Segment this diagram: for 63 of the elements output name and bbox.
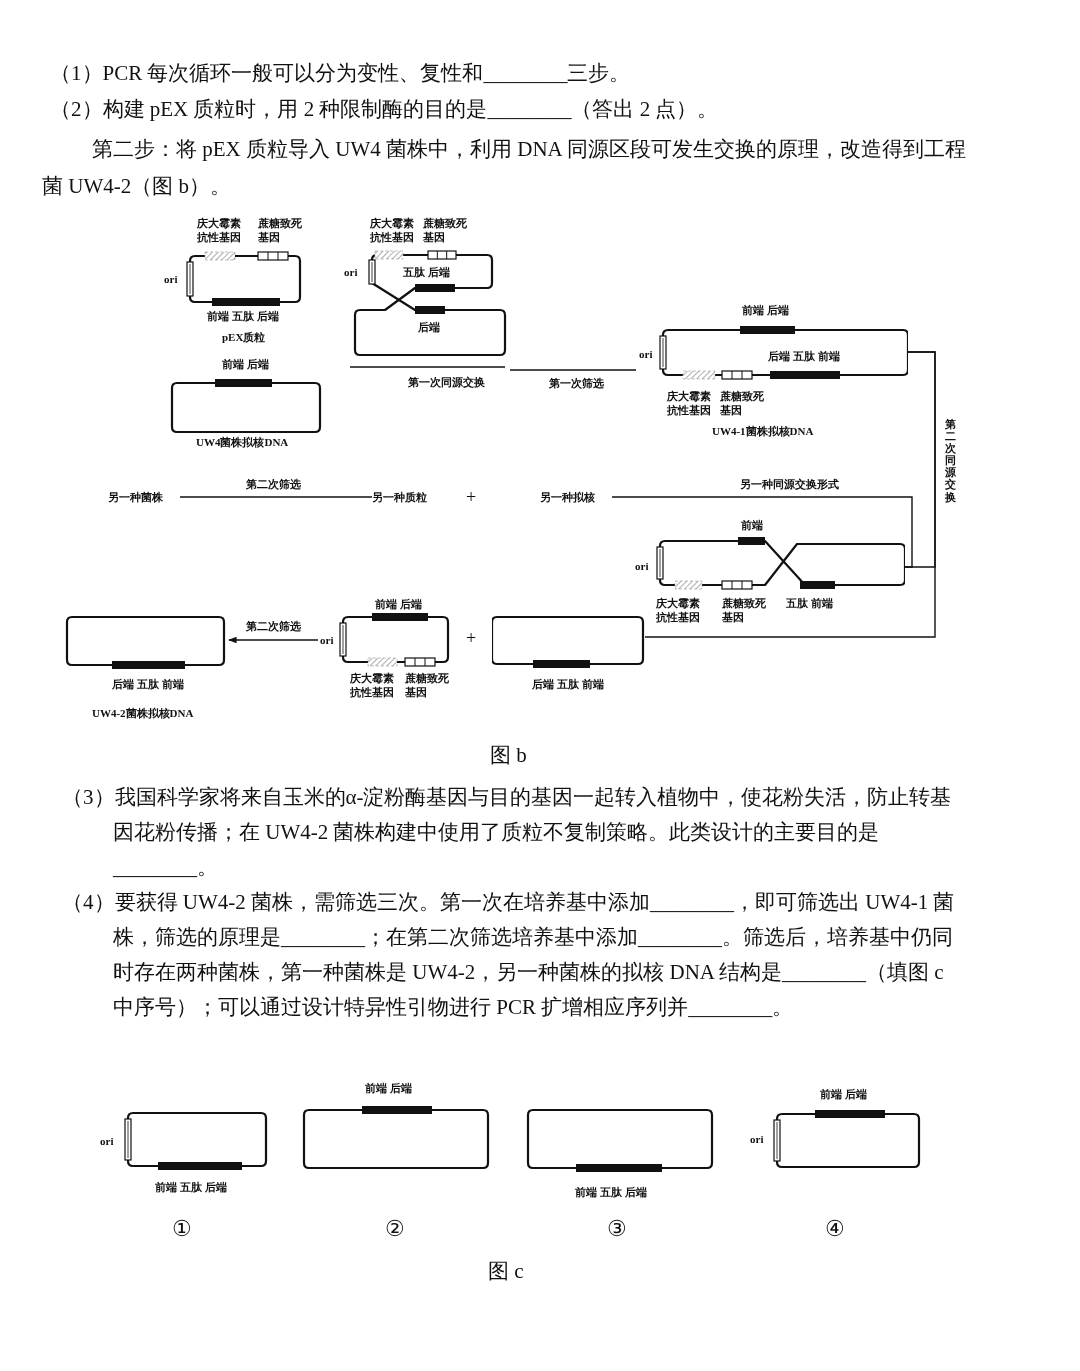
dna-label: ori [320, 633, 334, 647]
dna-label: ori [750, 1132, 764, 1146]
dna-label: 前端 五肽 后端 [155, 1180, 227, 1194]
connector-line [509, 369, 637, 371]
question-text: （4）要获得 UW4-2 菌株，需筛选三次。第一次在培养基中添加________，即可筛选出 UW4-1 菌株，筛选的原理是________；在第二次筛选培养基中添加________。筛选后，培养基中仍同时存在两种菌株，第一种菌株是 UW4-2，另一种菌株的拟核 DNA 结构是________（填图 c 中序号）；可以通过设计特异性引物进行 PCR 扩增相应序列并________。 [62, 889, 956, 1021]
gene-label: 蔗糖致死基因 [405, 671, 450, 699]
option-number: ③ [607, 1215, 627, 1243]
option-number: ① [172, 1215, 192, 1243]
dna-label: 后端 五肽 前端 [532, 677, 604, 691]
dna-label: 前端 后端 [365, 1081, 412, 1095]
dna-label: 前端 后端 [742, 303, 789, 317]
dna-label: UW4-2菌株拟核DNA [92, 706, 194, 720]
dna-label: 前端 后端 [820, 1087, 867, 1101]
edge-label: 第二次筛选 [246, 619, 301, 633]
dna-label: pEX质粒 [222, 330, 266, 344]
dna-label: 前端 [741, 518, 763, 532]
stage-label: 另一种拟核 [540, 489, 595, 505]
question-text: 第二步：将 pEX 质粒导入 UW4 菌株中，利用 DNA 同源区段可发生交换的原理，改造得到工程菌 UW4-2（图 b）。 [42, 136, 967, 200]
figure-label: 图 c [488, 1258, 524, 1285]
question-text: （2）构建 pEX 质粒时，用 2 种限制酶的目的是________（答出 2 点）。 [50, 96, 720, 123]
connector-line [611, 496, 913, 568]
gene-label: 庆大霉素抗性基因 [350, 671, 395, 699]
step-caption: 第一次同源交换 [408, 375, 485, 390]
figure-label: + [466, 486, 477, 509]
gene-label: 庆大霉素抗性基因 [370, 216, 415, 244]
gene-label: 庆大霉素抗性基因 [667, 389, 712, 417]
figure-label: + [466, 627, 477, 650]
question-text: （1）PCR 每次循环一般可以分为变性、复性和________三步。 [50, 60, 632, 87]
question-text: （3）我国科学家将来自玉米的α-淀粉酶基因与目的基因一起转入植物中，使花粉失活，防止转基因花粉传播；在 UW4-2 菌株构建中使用了质粒不复制策略。此类设计的主要目的是________。 [62, 784, 953, 881]
dna-label: 后端 [418, 320, 440, 334]
arrow [228, 636, 319, 644]
edge-label: 第二次同源交换 [945, 418, 956, 503]
dna-label: 五肽 后端 [403, 265, 450, 279]
gene-label: 蔗糖致死基因 [722, 596, 767, 624]
dna-label: 前端 后端 [222, 357, 269, 371]
dna-label: 前端 后端 [375, 597, 422, 611]
dna-label: UW4菌株拟核DNA [196, 435, 289, 449]
dna-label: ori [164, 272, 178, 286]
dna-label: UW4-1菌株拟核DNA [712, 424, 814, 438]
edge-label: 另一种同源交换形式 [740, 477, 839, 491]
gene-label: 庆大霉素抗性基因 [197, 216, 242, 244]
stage-label: 另一种质粒 [372, 489, 427, 505]
dna-label: 前端 五肽 后端 [207, 309, 279, 323]
dna-label: 前端 五肽 后端 [575, 1185, 647, 1199]
option-number: ② [385, 1215, 405, 1243]
dna-label: ori [639, 347, 653, 361]
gene-label: 庆大霉素抗性基因 [656, 596, 701, 624]
dna-label: 后端 五肽 前端 [112, 677, 184, 691]
option-number: ④ [825, 1215, 845, 1243]
figure-label: 图 b [490, 742, 527, 769]
gene-label: 蔗糖致死基因 [720, 389, 765, 417]
dna-label: ori [100, 1134, 114, 1148]
stage-label: 另一种菌株 [108, 489, 163, 505]
dna-label: 后端 五肽 前端 [768, 349, 840, 363]
gene-label: 蔗糖致死基因 [423, 216, 468, 244]
connector-line [179, 496, 373, 498]
dna-label: ori [344, 265, 358, 279]
connector-line [644, 351, 936, 638]
dna-label: ori [635, 559, 649, 573]
dna-label: 五肽 前端 [786, 596, 833, 610]
edge-label: 第二次筛选 [246, 477, 301, 491]
edge-label: 第一次筛选 [549, 376, 604, 390]
gene-label: 蔗糖致死基因 [258, 216, 303, 244]
